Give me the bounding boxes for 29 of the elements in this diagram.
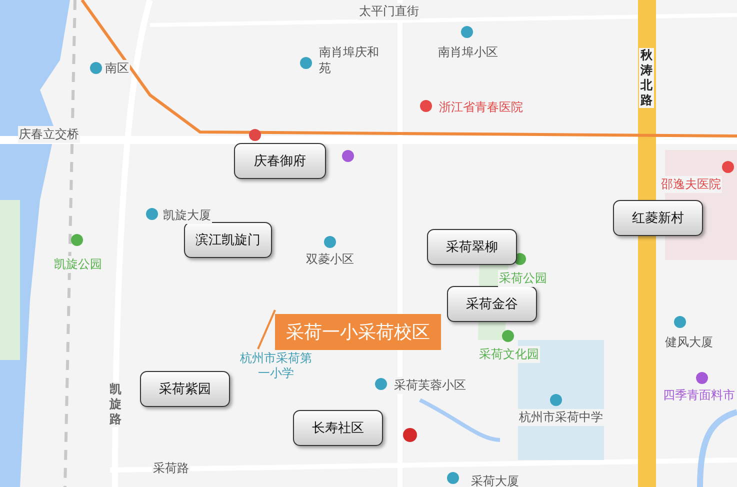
place-label-box: 庆春御府 <box>234 143 326 179</box>
map-place-name: 邵逸夫医院 <box>660 176 722 193</box>
map-place-name: 凯旋路 <box>108 382 123 427</box>
map-place-name: 浙江省青春医院 <box>438 99 524 116</box>
map-place-name: 采荷芙蓉小区 <box>393 377 467 394</box>
place-label-box: 采荷金谷 <box>447 286 537 322</box>
place-label-box: 采荷翠柳 <box>427 229 517 265</box>
map-place-name: 太平门直街 <box>358 3 420 20</box>
map-place-name: 采荷文化园 <box>478 346 540 363</box>
map-place-name: 南肖埠小区 <box>437 44 499 61</box>
map-place-name: 健风大厦 <box>664 334 714 351</box>
school-name-label: 杭州市采荷第一小学 <box>238 350 314 382</box>
map-place-name: 采荷路 <box>152 460 190 477</box>
map-place-name: 杭州市采荷中学 <box>518 409 604 426</box>
place-label-box: 采荷紫园 <box>140 371 230 407</box>
map-place-name: 双菱小区 <box>305 251 355 268</box>
leader-line <box>257 310 276 350</box>
map-place-name: 秋涛北路 <box>639 48 654 108</box>
map-place-name: 采荷公园 <box>498 270 548 287</box>
map-place-name: 采荷大厦 <box>470 473 520 487</box>
map-place-name: 庆春立交桥 <box>18 126 80 143</box>
place-label-box: 滨江凯旋门 <box>184 222 272 258</box>
map-place-name: 四季青面料市 <box>662 387 736 404</box>
map-place-name: 南肖埠庆和苑 <box>318 44 380 76</box>
map-place-name: 凯旋大厦 <box>162 207 212 224</box>
map-place-name: 凯旋公园 <box>53 256 103 273</box>
highlight-label-box: 采荷一小采荷校区 <box>275 314 441 350</box>
place-label-box: 长寿社区 <box>293 410 383 446</box>
place-label-box: 红菱新村 <box>613 200 703 236</box>
